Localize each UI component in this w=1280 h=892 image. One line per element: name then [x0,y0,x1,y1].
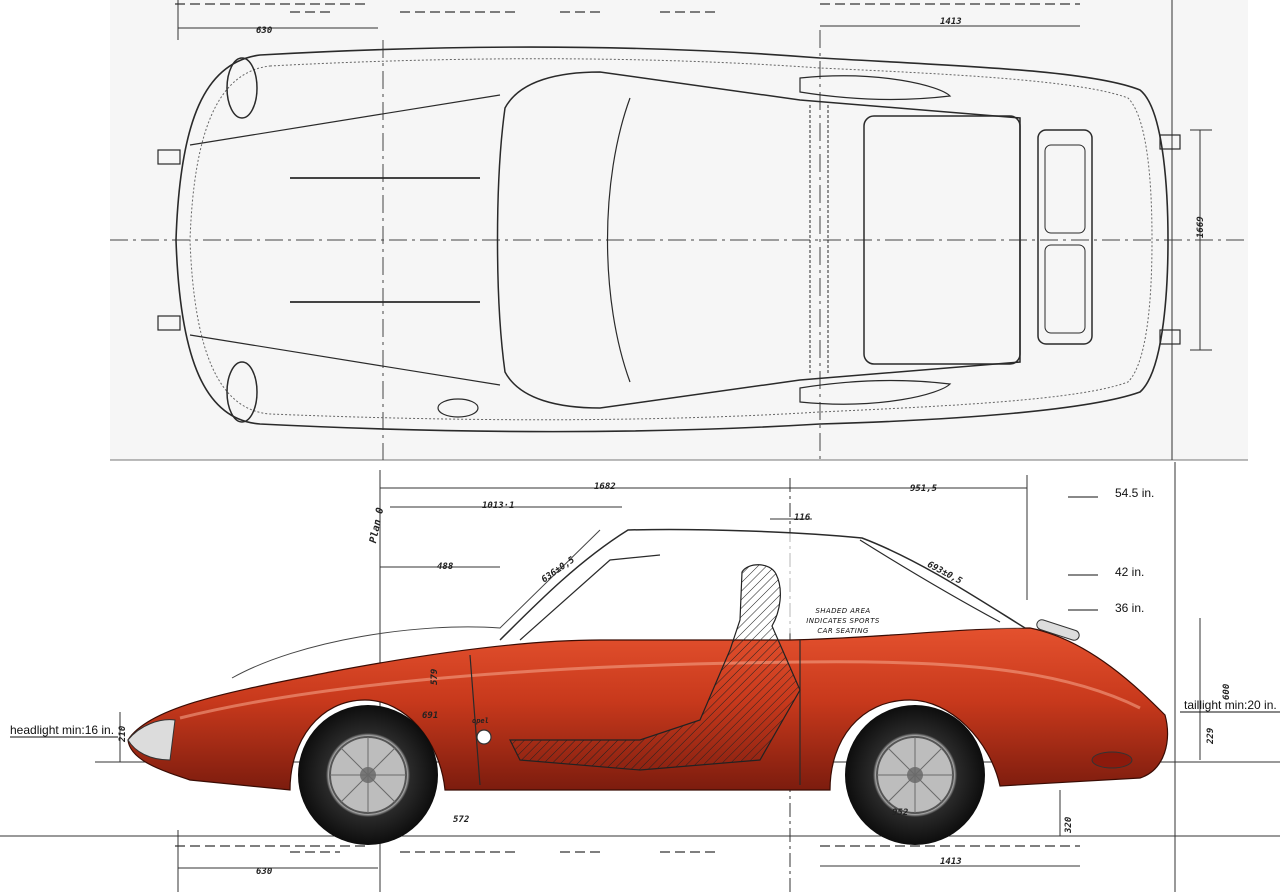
dim-952: 952 [892,808,909,818]
seating-note-line-2: INDICATES SPORTS [806,617,880,625]
dim-roof-step: 116 [794,513,811,523]
dim-579: 579 [430,668,440,685]
top-view-plan [110,0,1248,461]
dim-229: 229 [1206,727,1216,744]
dim-overall-width: 1669 [1196,216,1206,238]
annotation-belt-height: 42 in. [1115,565,1145,579]
dim-front-offset-top: 630 [256,26,273,36]
annotation-roof-height: 54.5 in. [1115,486,1155,500]
dim-bottom-rear: 1413 [940,857,962,867]
dim-rear-track-top: 1413 [940,17,962,27]
seating-note-line-1: SHADED AREA [815,607,871,615]
dim-210: 210 [118,725,128,742]
dim-front-to-windshield: 1013·1 [482,501,515,511]
annotation-headlight-min: headlight min:16 in. [10,723,115,737]
seating-note: SHADED AREA INDICATES SPORTS CAR SEATING [796,606,890,636]
annotation-deck-height: 36 in. [1115,601,1145,615]
dim-bottom-front: 630 [256,867,273,877]
dim-320: 320 [1064,816,1074,833]
dim-691: 691 [422,711,439,721]
dim-windshield-to-rear: 951,5 [910,484,938,494]
annotation-taillight-min: taillight min:20 in. [1184,698,1277,712]
car-badge: opel [472,717,489,725]
side-view-elevation [0,462,1280,892]
seating-note-line-3: CAR SEATING [817,627,869,635]
dim-572: 572 [453,815,470,825]
dim-hood: 488 [437,562,454,572]
dim-overall-cabin: 1682 [594,482,616,492]
